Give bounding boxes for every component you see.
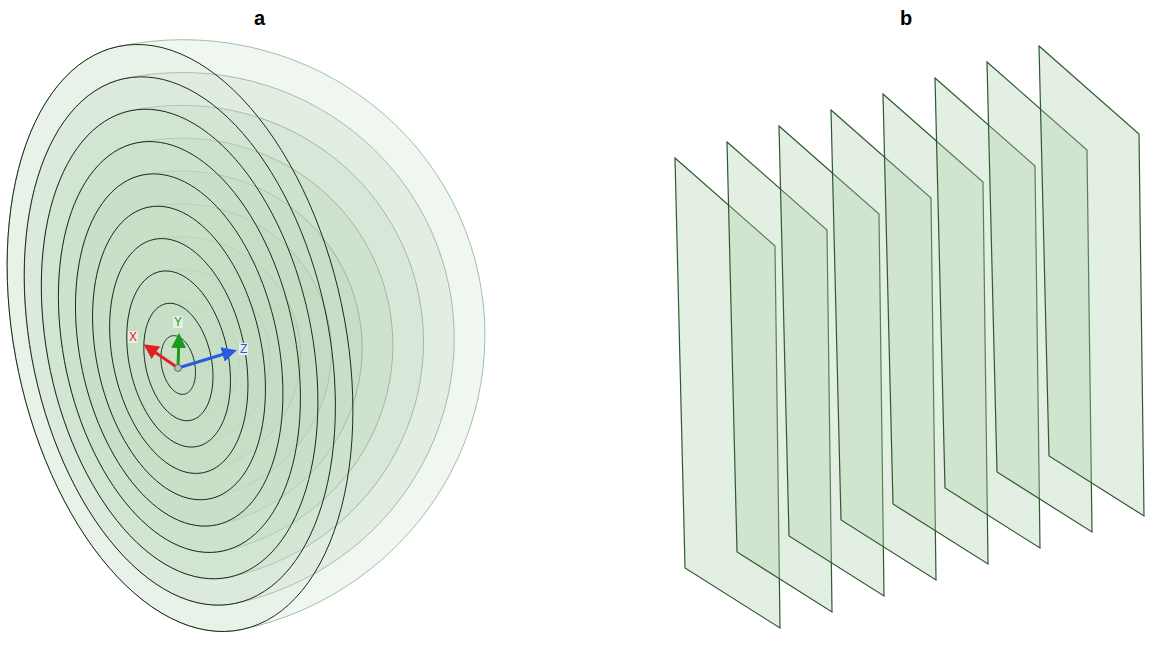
wavefront-ring [110,239,248,474]
panel-letter: a [254,8,265,28]
plane-wavefront [1039,46,1144,516]
spherical-wavefronts [7,40,485,632]
z-axis-arrow [178,351,234,368]
wavefront-ring [58,142,300,553]
plane-wavefronts [675,46,1144,628]
hemisphere-shell [7,40,485,632]
axis-origin [175,365,182,372]
y-axis-arrow [178,336,179,368]
wavefront-ring [127,271,231,447]
wavefront-ring [93,206,266,499]
axis-label: X [128,331,138,343]
wavefront-ring [75,174,282,526]
axis-label: Y [173,316,183,328]
axis-triad [146,336,234,372]
wavefront-ring [24,77,335,605]
panel-letter: b [900,8,912,28]
wavefront-ring [41,109,318,579]
x-axis-arrow [146,346,178,368]
axis-label: Z [239,343,248,355]
wavefront-ring [7,45,353,632]
